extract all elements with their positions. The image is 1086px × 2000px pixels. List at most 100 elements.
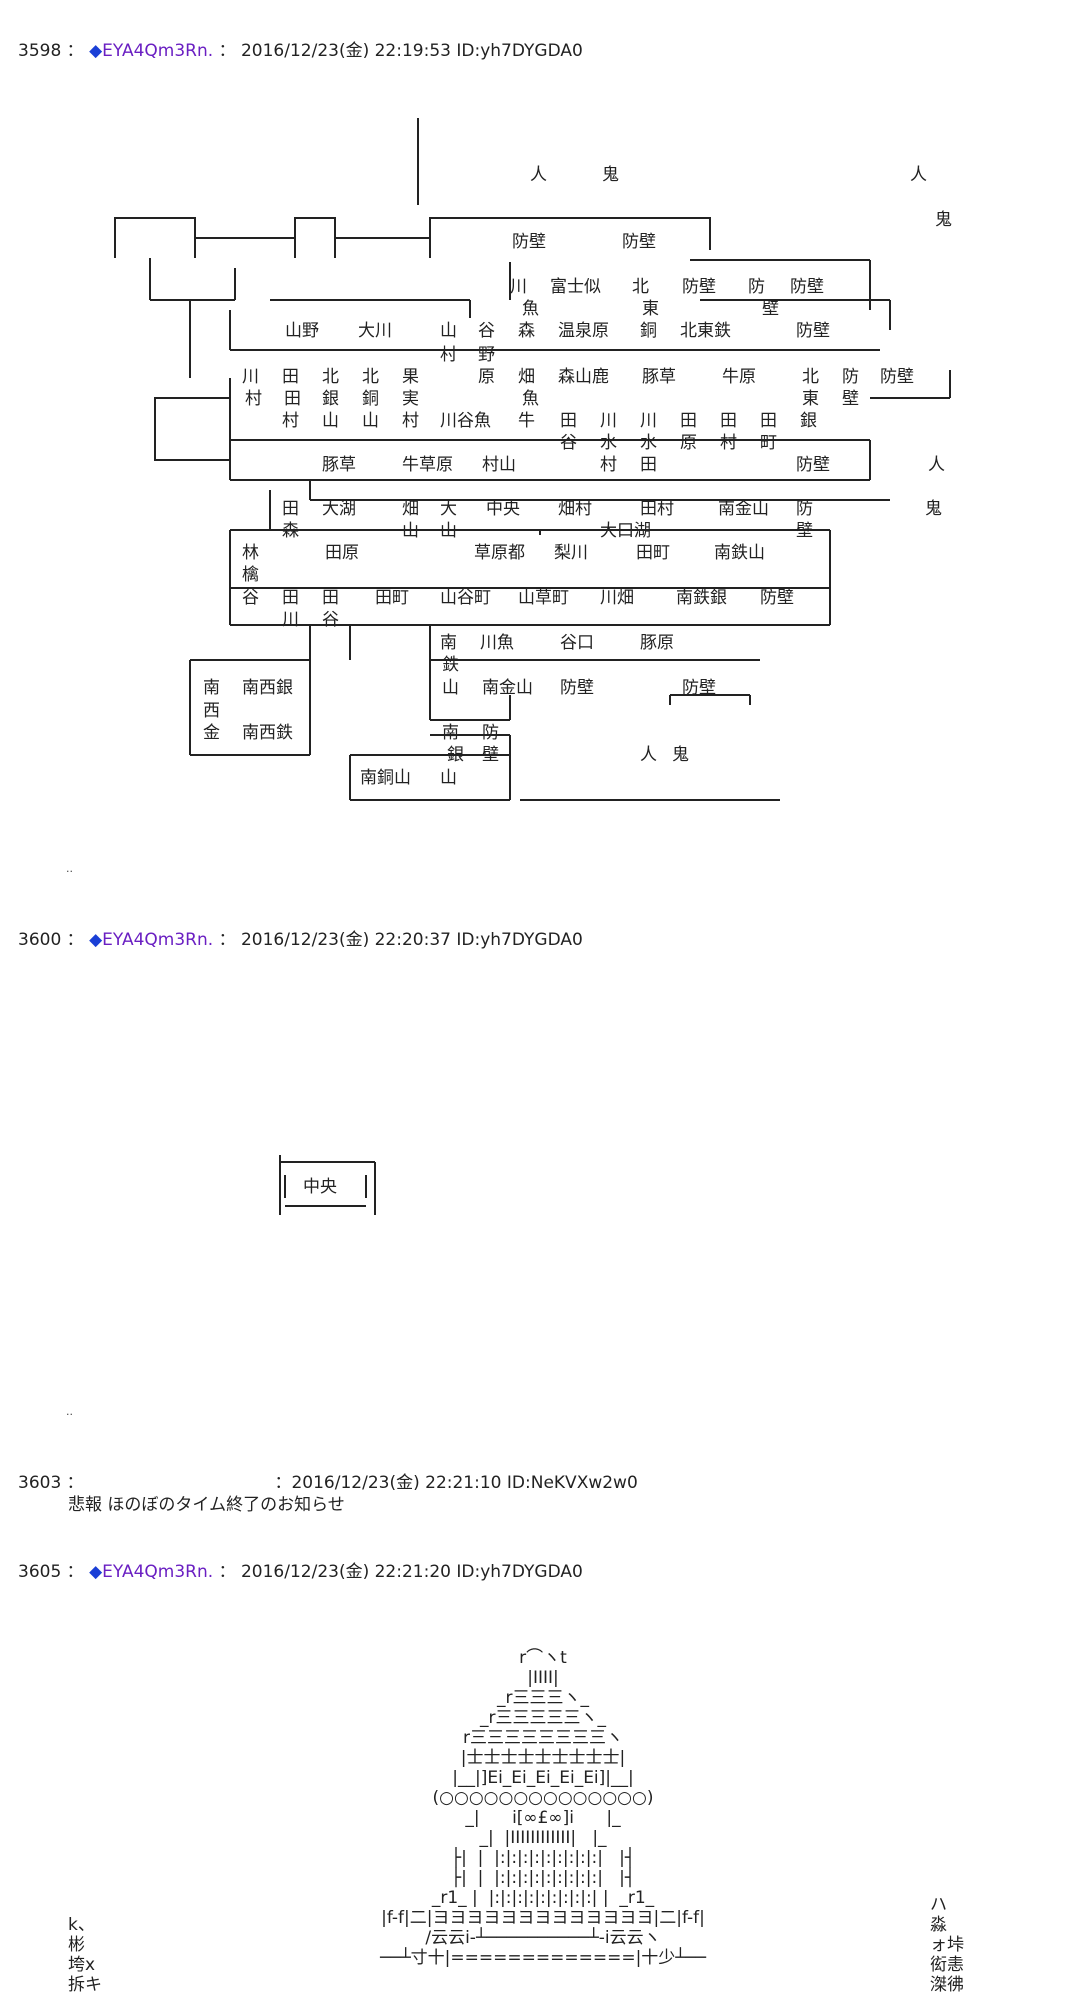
- map-label: 田: [284, 389, 301, 409]
- map-label: 林: [242, 543, 259, 563]
- map-label: 魚: [522, 389, 539, 409]
- map-label: 水: [640, 433, 657, 453]
- map-label: 金: [203, 723, 220, 743]
- map-label: 防: [842, 367, 859, 387]
- map-label: 南西銀: [242, 678, 293, 698]
- map-label: 北: [322, 367, 339, 387]
- map-label: 温泉原: [558, 321, 609, 341]
- map-label: 豚原: [640, 633, 674, 653]
- map-label: 山: [440, 768, 457, 788]
- map-label: 南: [203, 678, 220, 698]
- aa-line: k、: [68, 1915, 95, 1935]
- map-label: 田: [282, 367, 299, 387]
- map-label: 中央: [486, 499, 520, 519]
- map-label: 川畑: [600, 588, 634, 608]
- aa-line: r⌒ヽt: [519, 1648, 567, 1668]
- map-label: 魚: [522, 299, 539, 319]
- map-label: 川: [600, 411, 617, 431]
- map-label: 村: [282, 411, 299, 431]
- map-label: 村: [245, 389, 262, 409]
- map-label: 防壁: [796, 455, 830, 475]
- map-label: 防: [482, 723, 499, 743]
- map-label: 西: [203, 701, 220, 721]
- aa-line: ──┴寸十|=============|十少┴──: [379, 1948, 707, 1968]
- map-label: 山谷町: [440, 588, 491, 608]
- map-label: 人: [640, 745, 657, 765]
- map-label: 果: [402, 367, 419, 387]
- post-date: 2016/12/23(金) 22:20:37: [240, 930, 451, 950]
- map-label: 田村: [640, 499, 674, 519]
- right-side-aa: ハ 淼 ォ垰 衒恚 滐彿: [930, 1895, 964, 1995]
- post-trip[interactable]: EYA4Qm3Rn.: [102, 930, 214, 950]
- map-label: 東: [642, 299, 659, 319]
- map-label: 原: [478, 367, 495, 387]
- map-label: 梨川: [554, 543, 588, 563]
- map-label: 森山鹿: [558, 367, 609, 387]
- map-label: 牛草原: [402, 455, 453, 475]
- map-label: 川: [510, 277, 527, 297]
- map-label: 大: [440, 499, 457, 519]
- left-side-aa: k、 彬 垮x 拆キ: [68, 1915, 102, 1995]
- aa-line: _r三三三三三ヽ_: [480, 1708, 606, 1728]
- post-number: 3598: [18, 41, 62, 61]
- map-label: 山: [362, 411, 379, 431]
- map-label: 南金山: [718, 499, 769, 519]
- map-label: 山: [402, 521, 419, 541]
- map-label: 原: [680, 433, 697, 453]
- trip-diamond-icon: ◆: [89, 930, 103, 950]
- post-date: 2016/12/23(金) 22:19:53: [240, 41, 451, 61]
- map-label: 牛: [518, 411, 535, 431]
- aa-line: ├| | |:|:|:|:|:|:|:|:|:| |┤: [450, 1868, 636, 1888]
- map-label: 壁: [842, 389, 859, 409]
- map-label: 川谷魚: [440, 411, 491, 431]
- map-label: 防壁: [682, 277, 716, 297]
- post-date: ：2016/12/23(金) 22:21:10: [274, 1473, 502, 1493]
- post-header-3598: 3598 ： ◆EYA4Qm3Rn. ： 2016/12/23(金) 22:19…: [18, 41, 583, 61]
- map-label: 防壁: [790, 277, 824, 297]
- map-label: 銀: [322, 389, 339, 409]
- map-label: 防: [796, 499, 813, 519]
- map-label: 銀: [447, 745, 464, 765]
- map-label: 畑: [402, 499, 419, 519]
- map-label: 南鉄山: [714, 543, 765, 563]
- ellipsis: ..: [66, 862, 73, 875]
- aa-line: |IIII|: [527, 1668, 559, 1688]
- map-label: 東: [802, 389, 819, 409]
- map-label: 檎: [242, 565, 259, 585]
- post-id: ID:yh7DYGDA0: [456, 930, 583, 950]
- map-label: 谷: [242, 588, 259, 608]
- map-label: 銀: [800, 411, 817, 431]
- aa-line: /云云i-┴──────────┴-i云云ヽ: [425, 1928, 661, 1948]
- map-label: 田: [282, 499, 299, 519]
- aa-line: ォ垰: [930, 1935, 964, 1955]
- map-label: 南: [440, 633, 457, 653]
- map-label: 北: [802, 367, 819, 387]
- map-label: 防壁: [682, 678, 716, 698]
- ellipsis: ..: [66, 1405, 73, 1418]
- aa-line: 垮x: [68, 1955, 96, 1975]
- map-label: 草原都: [474, 543, 525, 563]
- post-trip[interactable]: EYA4Qm3Rn.: [102, 1562, 214, 1582]
- map-label: 大口湖: [600, 521, 651, 541]
- map-label: 田: [720, 411, 737, 431]
- post-trip[interactable]: EYA4Qm3Rn.: [102, 41, 214, 61]
- post-number: 3600: [18, 930, 62, 950]
- map-label: 村山: [482, 455, 516, 475]
- aa-line: _r1_ | |:|:|:|:|:|:|:|:|:| | _r1_: [431, 1888, 655, 1908]
- map-label: 南: [442, 723, 459, 743]
- map-label: 畑: [518, 367, 535, 387]
- map-label: 人: [928, 455, 945, 475]
- map-label: 実: [402, 389, 419, 409]
- map-label: 村: [402, 411, 419, 431]
- map-label: 町: [760, 433, 777, 453]
- map-label: 壁: [762, 299, 779, 319]
- trip-diamond-icon: ◆: [89, 1562, 103, 1582]
- map-label: 鬼: [925, 499, 942, 519]
- map-label: 村: [600, 455, 617, 475]
- map-label: 山: [440, 321, 457, 341]
- map-label: 田町: [375, 588, 409, 608]
- map-label: 谷: [478, 321, 495, 341]
- map-label: 田: [282, 588, 299, 608]
- map-label: 豚草: [322, 455, 356, 475]
- post-number: 3605: [18, 1562, 62, 1582]
